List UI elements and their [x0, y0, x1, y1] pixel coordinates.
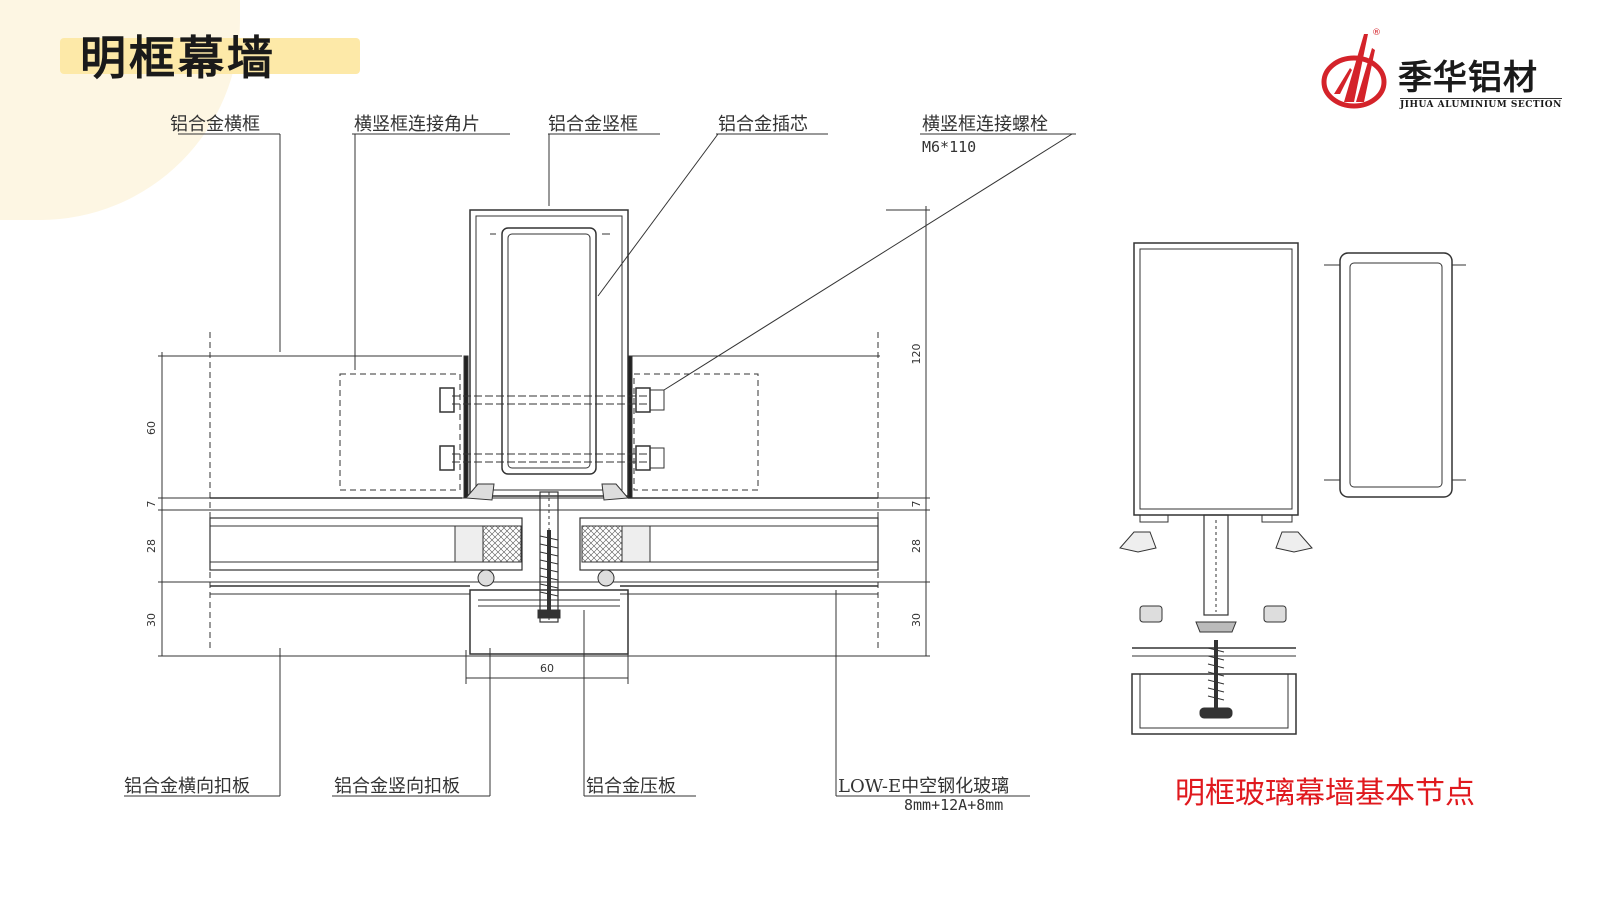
dim-left-7: 7: [145, 501, 158, 508]
dim-right-28: 28: [910, 539, 923, 553]
figure-caption: 明框玻璃幕墙基本节点: [1175, 776, 1475, 811]
label-mullion-cover: 铝合金竖向扣板: [334, 776, 460, 797]
brand-logo: ® 季华铝材 JIHUA ALUMINIUM SECTION: [1320, 28, 1570, 118]
dim-bottom-60: 60: [540, 662, 554, 675]
page-title: 明框幕墙: [80, 31, 276, 85]
label-corner-piece: 横竖框连接角片: [354, 114, 480, 135]
dim-left-30: 30: [145, 613, 158, 627]
registered-mark: ®: [1372, 28, 1381, 38]
label-transom: 铝合金横框: [170, 114, 260, 135]
brand-name: 季华铝材: [1398, 58, 1538, 98]
dim-right-30: 30: [910, 613, 923, 627]
label-transom-cover: 铝合金横向扣板: [124, 776, 250, 797]
brand-emblem-icon: [1321, 34, 1387, 109]
dim-left-28: 28: [145, 539, 158, 553]
brand-subtitle: JIHUA ALUMINIUM SECTION: [1400, 98, 1562, 110]
label-pressure-plate: 铝合金压板: [586, 776, 676, 797]
label-glass-spec: 8mm+12A+8mm: [904, 796, 1003, 814]
label-bolt: 横竖框连接螺栓: [922, 114, 1048, 135]
dim-right-7: 7: [910, 501, 923, 508]
label-bolt-spec: M6*110: [922, 138, 976, 156]
title-highlight: [60, 38, 360, 74]
dim-right-120: 120: [910, 344, 923, 365]
dim-left-60: 60: [145, 421, 158, 435]
label-core: 铝合金插芯: [718, 114, 808, 135]
label-mullion: 铝合金竖框: [548, 114, 638, 135]
label-glass: LOW-E中空钢化玻璃: [838, 776, 1009, 797]
